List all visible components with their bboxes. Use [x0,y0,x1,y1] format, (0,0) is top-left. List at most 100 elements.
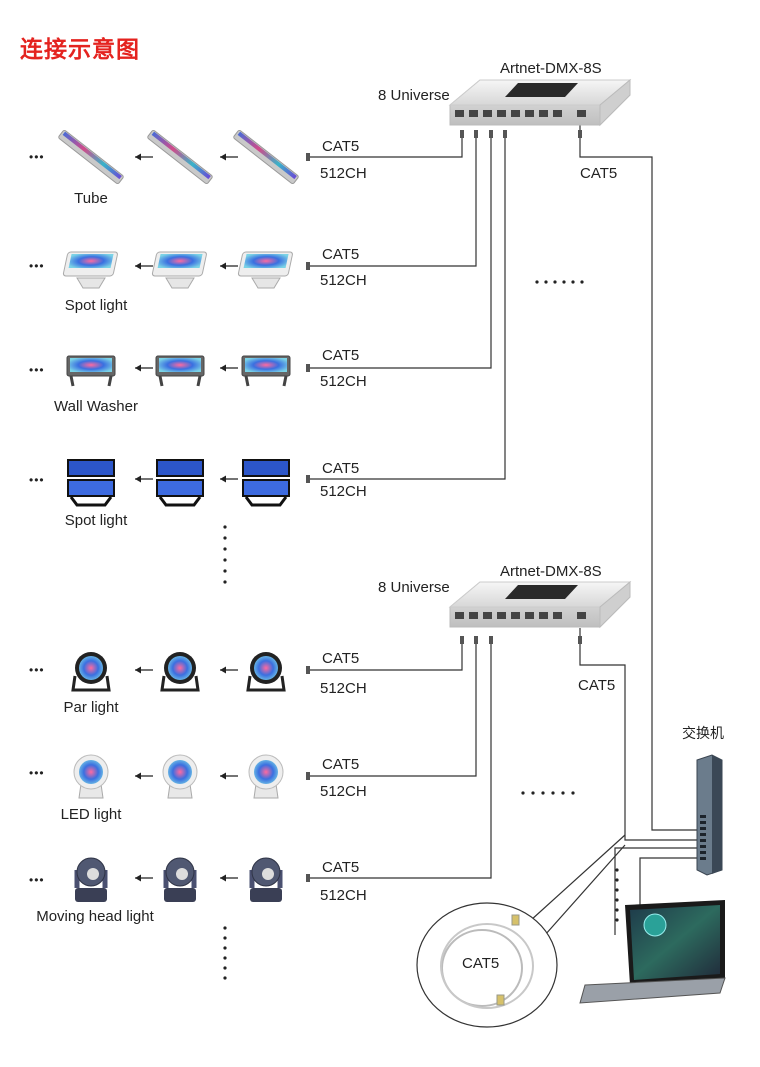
rj45-plug-icon [489,130,493,138]
rj45-plug-icon [306,874,310,882]
led-tube-icon [58,129,124,185]
left-arrow-icon [220,772,226,780]
rj45-plug-icon [306,772,310,780]
left-arrow-icon [220,364,226,372]
row-5-ellipsis: ••• [29,663,45,677]
controller-1-model: Artnet-DMX-8S [500,60,602,77]
row-3-wire [308,130,492,369]
rj45-port-icon [511,612,520,619]
row-4-cable: CAT5 [322,460,360,477]
row-1-cable: CAT5 [322,138,360,155]
left-arrow-icon [135,153,141,161]
rj45-port-icon [553,612,562,619]
row-7-wire [308,636,492,879]
row-3-cable: CAT5 [322,347,360,364]
row-6-wire [308,636,477,777]
rj45-port-icon [483,612,492,619]
par-light-icon [160,652,200,692]
rj45-port-icon [455,110,464,117]
rj45-port-icon [455,612,464,619]
rj45-plug-icon [496,994,505,1006]
row-1-channels: 512CH [320,165,367,182]
more-rows-dots-2 [223,976,227,980]
left-arrow-icon [135,874,141,882]
wall-washer-icon [241,355,291,387]
more-rows-dots [223,569,227,573]
rj45-plug-icon [489,636,493,644]
callout-wire-1 [519,834,626,931]
left-arrow-icon [135,364,141,372]
row-1-ellipsis: ••• [29,150,45,164]
rj45-plug-icon [578,636,582,644]
rj45-port-icon [525,110,534,117]
more-devices-dots [615,868,619,872]
artnet-dmx-8s-controller-2 [448,580,632,629]
row-4-ellipsis: ••• [29,473,45,487]
controller-2-universes: 8 Universe [378,579,450,596]
rj45-plug-icon [460,636,464,644]
rj45-plug-icon [511,914,520,926]
rj45-plug-icon [306,666,310,674]
rj45-plug-icon [306,364,310,372]
row-4-wire [308,130,506,480]
row-7-channels: 512CH [320,887,367,904]
device-name-moving-head-light: Moving head light [36,908,154,925]
display-window-icon [505,585,578,599]
flood-light-icon [67,459,115,507]
rj45-port-icon [469,110,478,117]
moving-head-icon [163,857,197,902]
uplink-port-icon [577,110,586,117]
spot-light-icon [62,251,118,289]
controller-1-universes: 8 Universe [378,87,450,104]
row-6-cable: CAT5 [322,756,360,773]
uplink-port-icon [577,612,586,619]
more-universes-dots-2 [521,791,525,795]
rj45-port-icon [525,612,534,619]
par-light-icon [71,652,111,692]
cable-callout-label: CAT5 [462,955,500,972]
left-arrow-icon [135,262,141,270]
left-arrow-icon [135,666,141,674]
device-name-tube: Tube [74,190,108,207]
device-name-led-light: LED light [60,806,122,823]
rj45-port-icon [483,110,492,117]
row-2-channels: 512CH [320,272,367,289]
wall-washer-icon [66,355,116,387]
more-universes-dots [580,280,584,284]
more-universes-dots [553,280,557,284]
moving-head-icon [249,857,283,902]
spot-light-icon [151,251,207,289]
row-6-channels: 512CH [320,783,367,800]
device-name-wall-washer: Wall Washer [54,398,138,415]
rj45-port-icon [497,612,506,619]
row-5-wire [308,636,463,671]
row-2-wire [308,130,477,267]
wall-washer-icon [155,355,205,387]
moving-head-icon [74,857,108,902]
more-universes-dots [544,280,548,284]
left-arrow-icon [135,475,141,483]
more-universes-dots-2 [531,791,535,795]
controller-1-uplink-cable: CAT5 [580,165,618,182]
led-light-icon [73,754,109,799]
more-devices-dots [615,898,619,902]
rj45-port-icon [469,612,478,619]
left-arrow-icon [220,475,226,483]
left-arrow-icon [220,153,226,161]
left-arrow-icon [220,874,226,882]
row-5-cable: CAT5 [322,650,360,667]
more-rows-dots-2 [223,956,227,960]
more-rows-dots [223,547,227,551]
par-light-icon [246,652,286,692]
page-title: 连接示意图 [20,37,140,63]
row-2-ellipsis: ••• [29,259,45,273]
row-2-cable: CAT5 [322,246,360,263]
rj45-port-icon [511,110,520,117]
controller-2-uplink-wire [579,628,700,841]
more-universes-dots-2 [561,791,565,795]
more-universes-dots [535,280,539,284]
device-name-spot-light: Spot light [64,297,128,314]
spot-light-icon [237,251,293,289]
